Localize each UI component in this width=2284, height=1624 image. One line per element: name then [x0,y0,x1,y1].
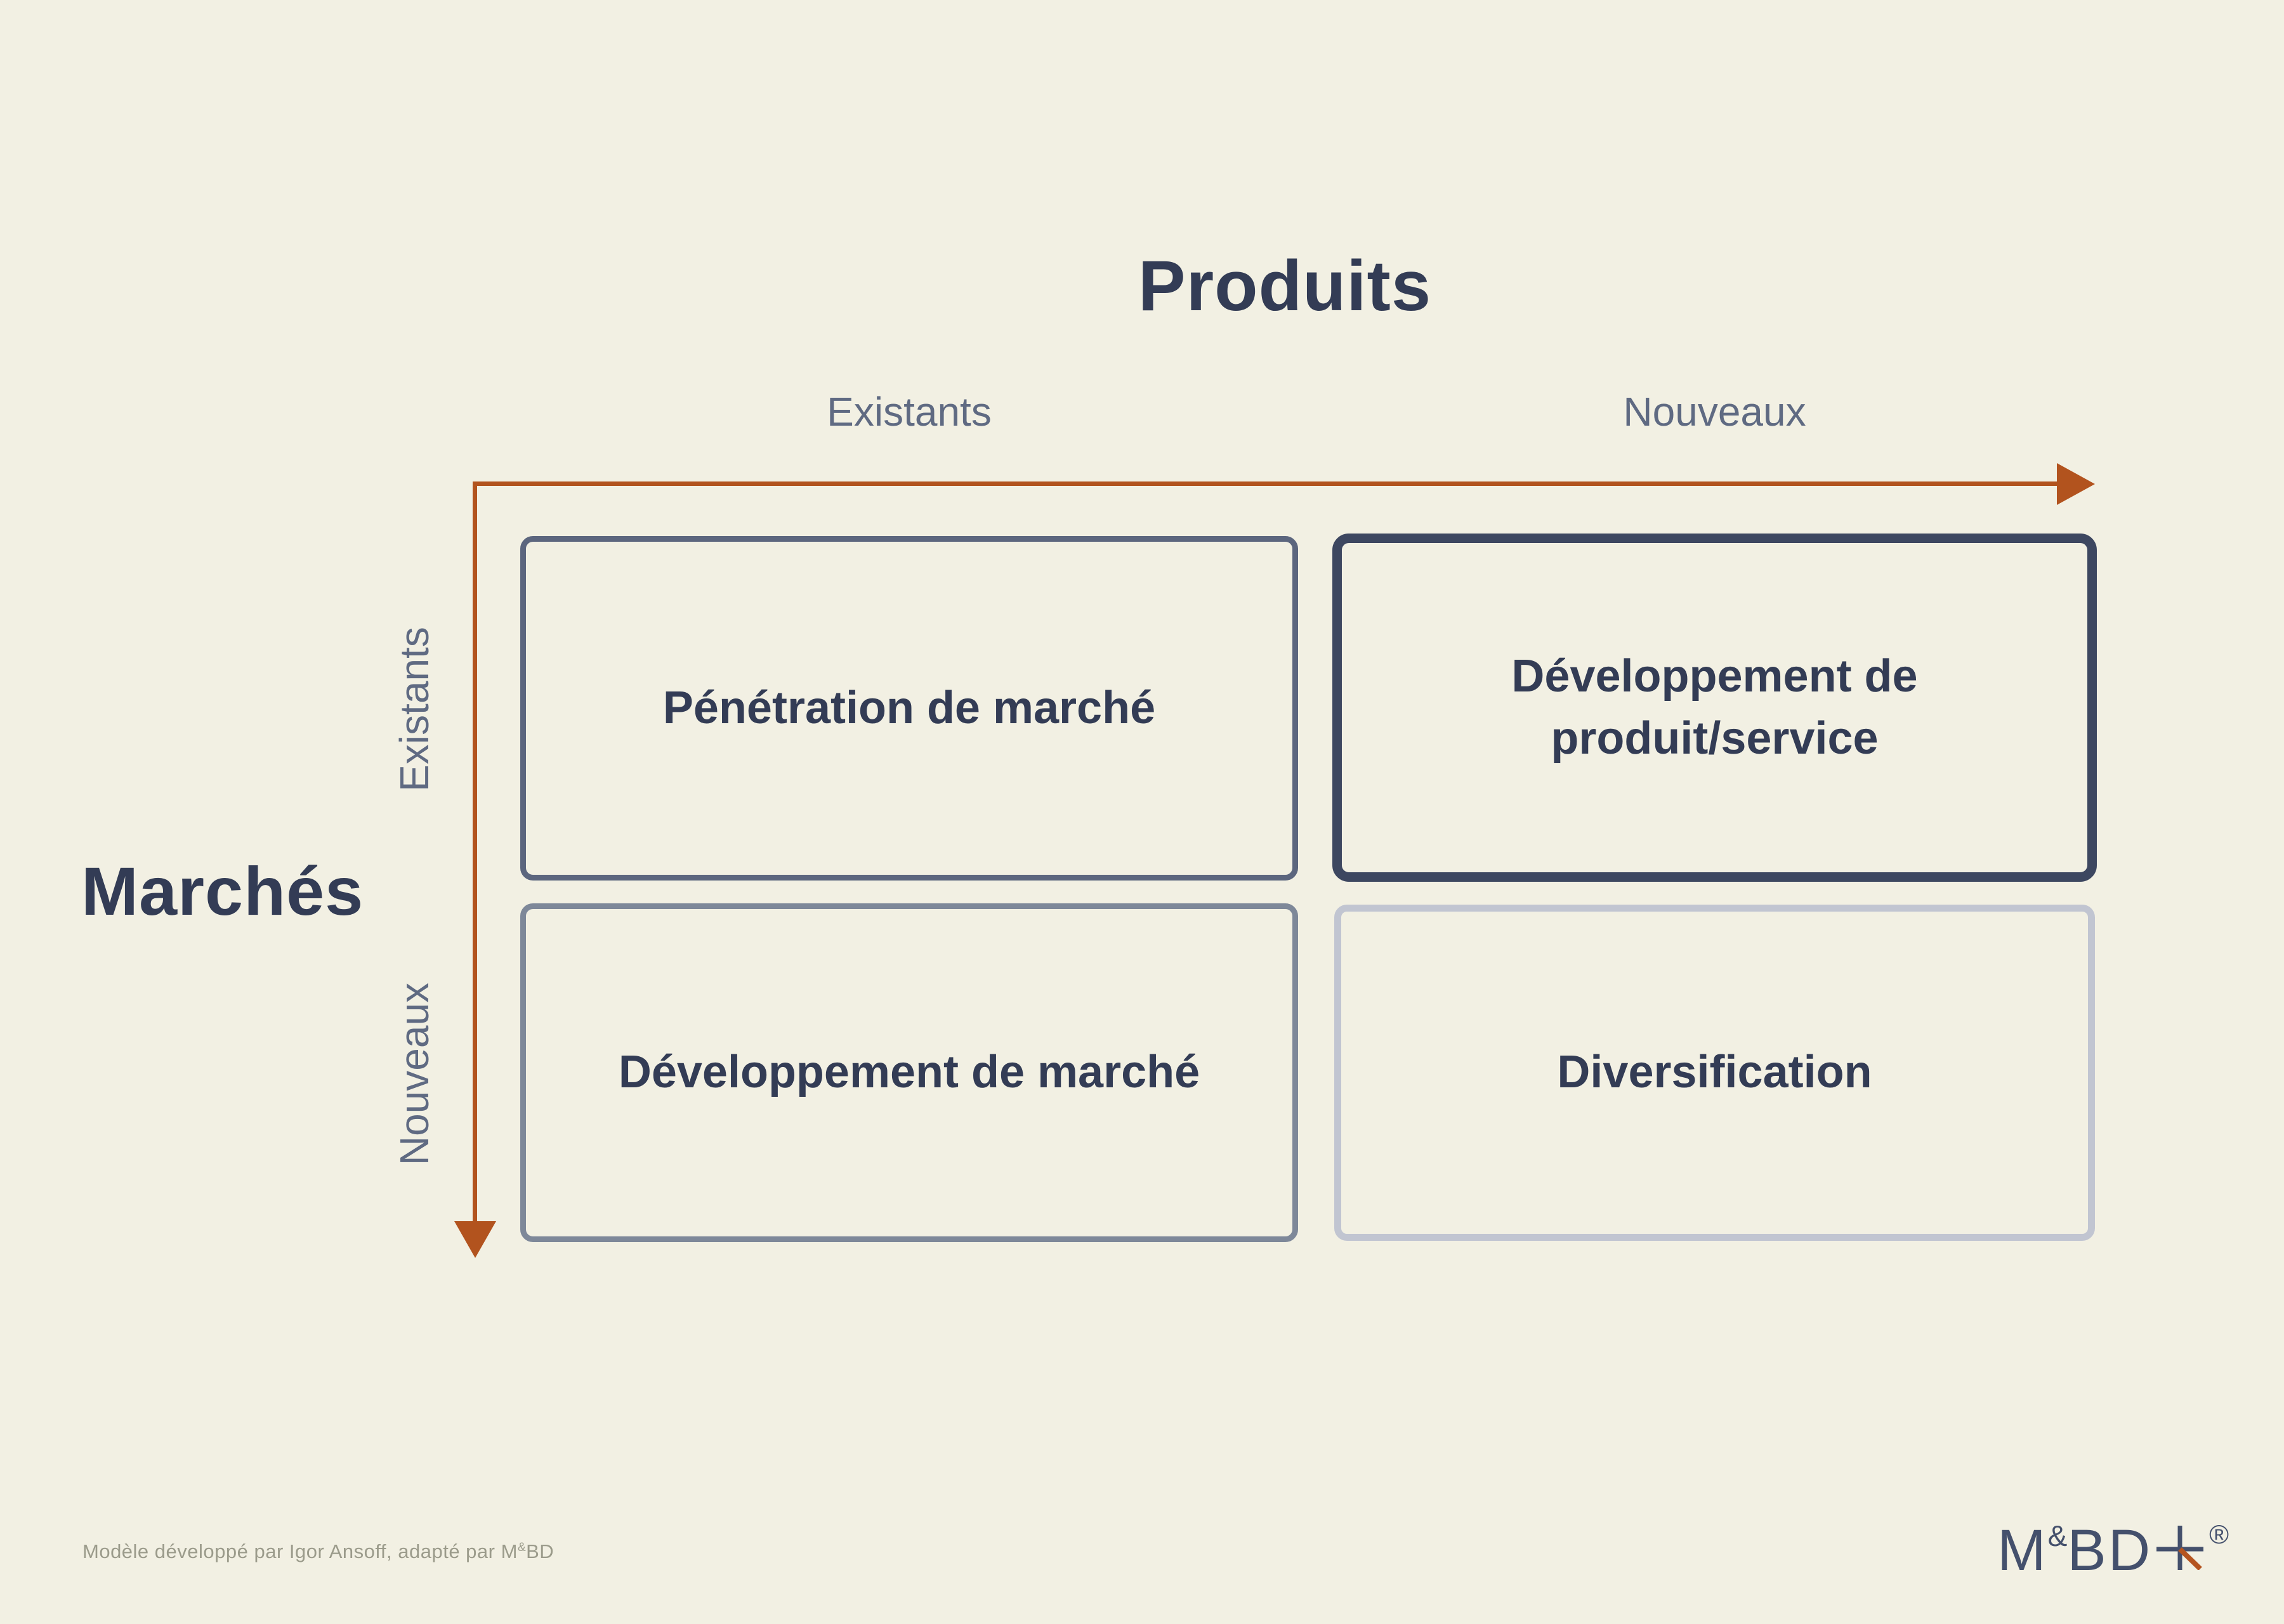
logo-plus-icon [2156,1526,2204,1571]
registered-trademark-icon: ® [2209,1519,2229,1549]
quadrant-label: Développement de marché [618,1047,1200,1098]
y-axis-arrow-head-icon [454,1221,496,1258]
quadrant-label: Développement de produit/service [1511,651,1918,764]
y-axis-arrow-line [473,481,477,1222]
x-axis-arrow-head-icon [2057,463,2095,505]
logo-ampersand-superscript: & [2047,1519,2068,1552]
logo-letters-bd: BD [2067,1518,2153,1583]
row-label-new-markets: Nouveaux [391,982,437,1166]
row-label-existing-markets: Existants [391,627,437,792]
quadrant-market-development: Développement de marché [520,903,1298,1242]
markets-axis-title: Marchés [81,853,364,929]
mbd-logo: M&BD ® [1997,1517,2229,1584]
column-label-existing-products: Existants [827,389,992,435]
x-axis-arrow-line [475,481,2057,486]
products-axis-title: Produits [1138,246,1432,325]
column-label-new-products: Nouveaux [1623,389,1806,435]
quadrant-diversification: Diversification [1334,905,2095,1241]
quadrant-label: Diversification [1557,1047,1872,1098]
quadrant-product-development: Développement de produit/service [1332,534,2097,882]
quadrant-market-penetration: Pénétration de marché [520,536,1298,881]
footnote-ampersand-superscript: & [517,1541,527,1554]
quadrant-label: Pénétration de marché [662,682,1156,733]
attribution-footnote: Modèle développé par Igor Ansoff, adapté… [82,1540,555,1562]
logo-letter-m: M [1997,1518,2048,1583]
